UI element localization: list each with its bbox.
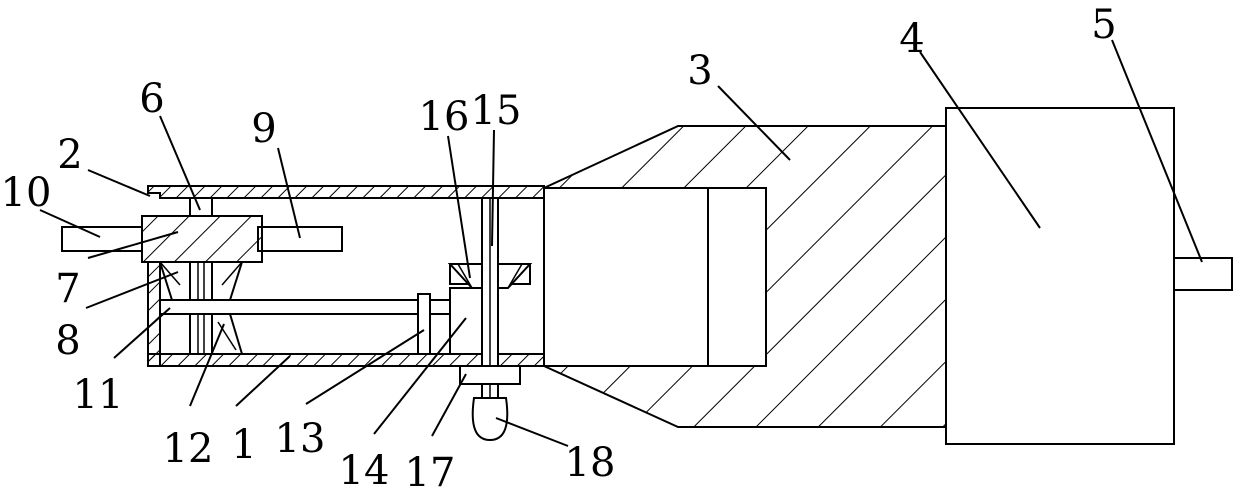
label-9: 9: [251, 106, 276, 152]
label-15: 15: [471, 88, 522, 134]
label-17: 17: [405, 450, 456, 496]
label-11: 11: [73, 372, 124, 418]
label-10: 10: [1, 170, 52, 216]
label-16: 16: [419, 94, 470, 140]
horizontal-rod: [160, 300, 460, 314]
hatched-block: [142, 216, 262, 262]
motor-block: [946, 108, 1174, 444]
label-6: 6: [139, 76, 164, 122]
label-1: 1: [231, 422, 256, 468]
stem: [190, 198, 212, 216]
label-7: 7: [55, 266, 80, 312]
label-14: 14: [339, 448, 390, 494]
label-4: 4: [899, 16, 924, 62]
output-shaft: [1174, 258, 1232, 290]
label-18: 18: [565, 440, 616, 486]
label-2: 2: [57, 132, 82, 178]
label-12: 12: [163, 426, 214, 472]
collar: [460, 366, 520, 384]
ball-tip: [473, 398, 508, 440]
label-5: 5: [1091, 2, 1116, 48]
label-3: 3: [687, 48, 712, 94]
label-8: 8: [55, 318, 80, 364]
shaft-left: [62, 227, 142, 251]
housing-part: [544, 126, 946, 427]
label-13: 13: [275, 416, 326, 462]
shaft-right: [258, 227, 342, 251]
bevel-gear-lower: [212, 314, 242, 354]
support-post: [418, 294, 430, 354]
